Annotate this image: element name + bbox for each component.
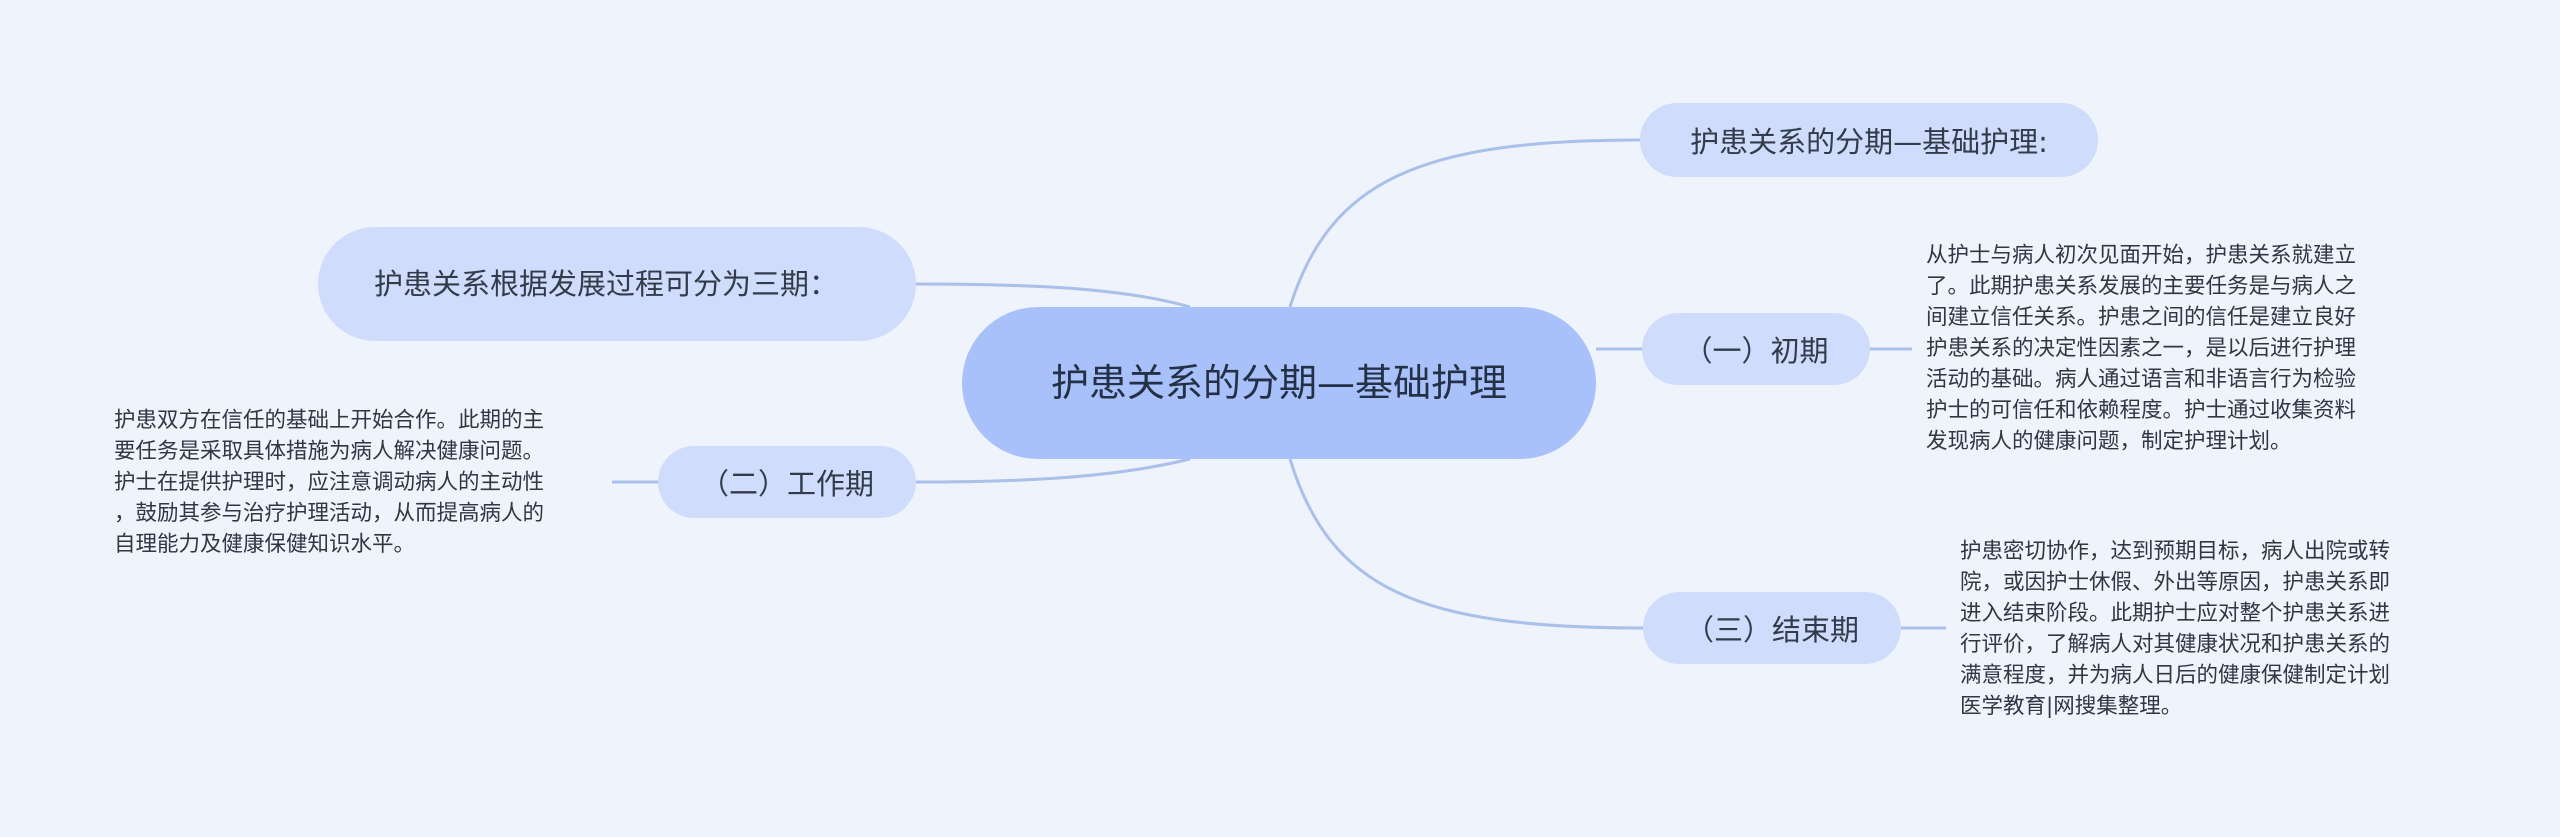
topic-end-stage[interactable]: （三）结束期	[1643, 592, 1901, 664]
topic-basic-nursing-label: 护患关系的分期—基础护理:	[1690, 125, 2048, 159]
topic-three-stages[interactable]: 护患关系根据发展过程可分为三期：	[318, 227, 916, 341]
note-end-stage[interactable]: 护患密切协作，达到预期目标，病人出院或转 院，或因护士休假、外出等原因，护患关系…	[1960, 539, 2391, 719]
link-root-left-title	[915, 282, 1191, 309]
link-root-work	[915, 457, 1191, 484]
link-root-end	[1288, 458, 1644, 630]
note-early-stage[interactable]: 从护士与病人初次见面开始，护患关系就建立 了。此期护患关系发展的主要任务是与病人…	[1926, 243, 2357, 454]
topic-early-stage[interactable]: （一）初期	[1642, 313, 1870, 385]
topic-basic-nursing[interactable]: 护患关系的分期—基础护理:	[1640, 103, 2098, 177]
link-root-top	[1288, 138, 1641, 308]
topic-three-stages-label: 护患关系根据发展过程可分为三期：	[374, 267, 839, 301]
note-work-stage[interactable]: 护患双方在信任的基础上开始合作。此期的主 要任务是采取具体措施为病人解决健康问题…	[114, 408, 545, 557]
topic-early-stage-label: （一）初期	[1683, 334, 1829, 368]
topic-work-stage[interactable]: （二）工作期	[658, 446, 916, 518]
topic-work-stage-label: （二）工作期	[699, 467, 874, 501]
root-topic-label: 护患关系的分期—基础护理	[1050, 361, 1507, 405]
topic-end-stage-label: （三）结束期	[1684, 613, 1859, 647]
root-topic[interactable]: 护患关系的分期—基础护理	[962, 307, 1596, 459]
